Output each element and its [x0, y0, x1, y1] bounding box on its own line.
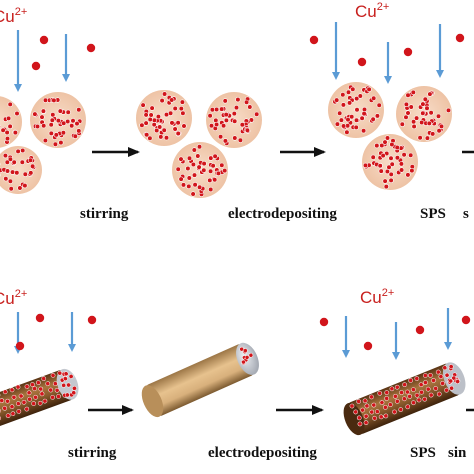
cu-ion: [86, 43, 96, 53]
cu-ion: [461, 315, 471, 325]
cu-ion: [455, 33, 465, 43]
copper-decorated-particle: [328, 82, 384, 138]
cu-ion-label: Cu2+: [0, 288, 27, 308]
step-label-electrodepositing: electrodepositing: [208, 445, 317, 461]
cu-ion: [363, 341, 373, 351]
cu-ion: [357, 57, 367, 67]
copper-decorated-particle: [0, 96, 22, 148]
step-label-sps: SPS: [420, 206, 446, 222]
cu-ion-label: Cu2+: [355, 1, 389, 21]
copper-decorated-particle: [362, 134, 418, 190]
step-label-electrodepositing: electrodepositing: [228, 206, 337, 222]
cu-ion: [415, 325, 425, 335]
copper-decorated-particle: [0, 146, 42, 194]
cu-ion: [87, 315, 97, 325]
step-label-stirring: stirring: [68, 445, 117, 461]
free-cu-ions: [15, 313, 471, 351]
cu-ion: [309, 35, 319, 45]
step-label-sps: SPS: [410, 445, 436, 461]
copper-decorated-particle: [206, 92, 262, 148]
copper-decorated-particle: [172, 142, 228, 198]
step-label-sintering: s: [463, 206, 469, 222]
cu-ion: [319, 317, 329, 327]
cu-ion-label: Cu2+: [0, 6, 27, 26]
free-cu-ions: [31, 33, 465, 71]
coated-fiber-rod: [343, 362, 466, 436]
cu-ion-label: Cu2+: [360, 287, 394, 307]
cu-ion: [35, 313, 45, 323]
cu-ion: [15, 341, 25, 351]
ion-flow-arrows: [14, 22, 444, 92]
step-label-sintering: sin: [448, 445, 467, 461]
copper-decorated-particle: [396, 86, 452, 142]
cu-ion: [39, 35, 49, 45]
coated-fiber-rod: [0, 368, 79, 433]
ion-flow-arrows: [14, 308, 452, 360]
uncoated-fiber-rod: [141, 342, 259, 418]
copper-decorated-particles: [0, 82, 452, 198]
copper-decorated-particle: [136, 90, 192, 146]
copper-decorated-particle: [30, 92, 86, 148]
cu-ion: [31, 61, 41, 71]
step-label-stirring: stirring: [80, 206, 129, 222]
cu-ion: [403, 47, 413, 57]
